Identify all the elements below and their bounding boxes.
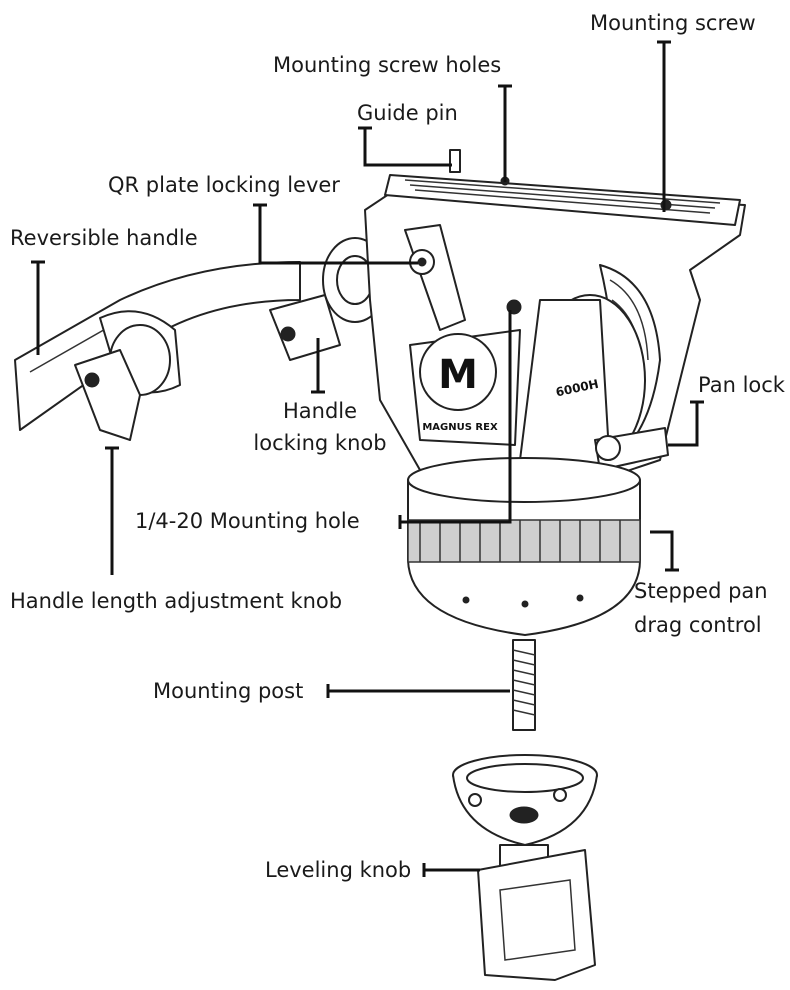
label-stepped-pan-line2: drag control: [634, 613, 762, 637]
logo-badge-drawing: [409, 299, 522, 446]
leveling-knob-drawing: [477, 849, 596, 981]
label-mounting-post: Mounting post: [153, 679, 304, 703]
label-stepped-pan-line1: Stepped pan: [634, 579, 768, 603]
logo-text: MAGNUS REX: [422, 422, 498, 433]
label-handle-locking-knob-line1: Handle: [282, 399, 358, 423]
mounting-post-drawing: [512, 639, 536, 731]
label-reversible-handle: Reversible handle: [10, 226, 198, 250]
label-mounting-screw-holes: Mounting screw holes: [273, 53, 502, 77]
leader-mounting-hole: [400, 310, 512, 524]
label-guide-pin: Guide pin: [357, 101, 458, 125]
label-handle-locking-knob-line2: locking knob: [253, 431, 387, 455]
logo-letter: M: [438, 352, 478, 398]
leader-stepped-pan: [650, 530, 674, 570]
leader-pan-lock: [668, 402, 699, 447]
qr-lever-drawing: [404, 224, 466, 331]
handle-length-knob-drawing: [74, 349, 141, 441]
pan-base-drawing: [407, 457, 641, 636]
label-pan-lock: Pan lock: [698, 373, 785, 397]
qr-plate-drawing: [384, 149, 741, 226]
label-leveling-knob: Leveling knob: [265, 858, 412, 882]
label-mounting-screw: Mounting screw: [590, 11, 756, 35]
label-handle-length-adjustment-knob: Handle length adjustment knob: [10, 589, 343, 613]
label-mounting-hole: 1/4-20 Mounting hole: [135, 509, 360, 533]
pan-lock-drawing: [594, 427, 669, 471]
leader-qr-lever: [258, 205, 418, 265]
label-qr-plate-locking-lever: QR plate locking lever: [108, 173, 340, 197]
leader-lines: [31, 40, 704, 877]
leader-guide-pin: [363, 128, 452, 167]
